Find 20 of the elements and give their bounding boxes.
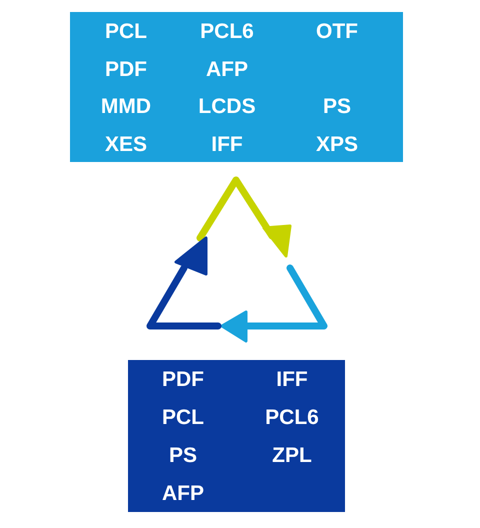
format-label: IFF bbox=[211, 133, 243, 157]
format-label: AFP bbox=[206, 58, 248, 82]
format-label: PCL6 bbox=[200, 20, 254, 44]
format-label: PDF bbox=[105, 58, 147, 82]
format-label: LCDS bbox=[198, 95, 256, 119]
format-label: ZPL bbox=[272, 444, 312, 468]
format-label: XES bbox=[104, 133, 148, 157]
format-label: OTF bbox=[316, 20, 358, 44]
format-label: PCL bbox=[162, 406, 204, 430]
format-panel bbox=[70, 12, 403, 162]
format-label: IFF bbox=[276, 368, 308, 392]
format-label: PS bbox=[169, 444, 197, 468]
format-label: XPS bbox=[316, 133, 358, 157]
format-label: PCL bbox=[105, 20, 147, 44]
format-label: AFP bbox=[162, 482, 204, 506]
format-panel bbox=[128, 360, 345, 512]
format-label: PCL6 bbox=[265, 406, 319, 430]
format-label: MMD bbox=[100, 95, 152, 119]
format-label: PDF bbox=[162, 368, 204, 392]
format-label: PS bbox=[323, 95, 351, 119]
